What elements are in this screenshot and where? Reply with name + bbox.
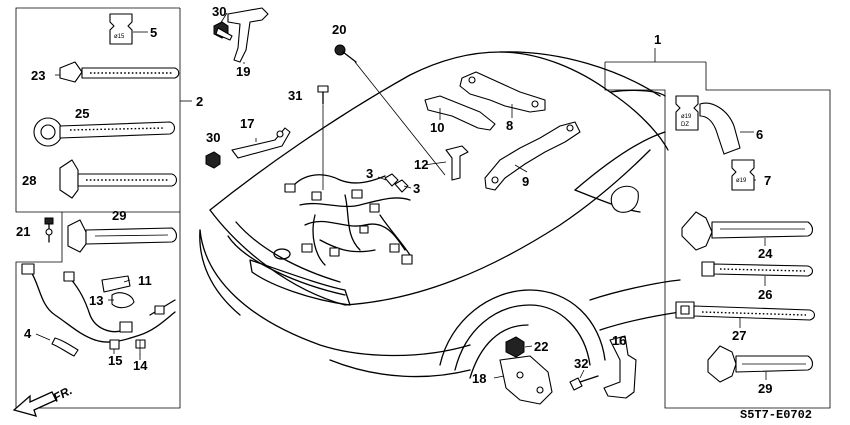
sub-harness <box>21 263 176 357</box>
callout-3a: 3 <box>366 166 373 181</box>
clip-part-7: ø19 <box>731 159 755 191</box>
callout-3b: 3 <box>413 181 420 196</box>
clip-tie-29-right <box>707 345 814 383</box>
callout-11: 11 <box>138 273 152 288</box>
callout-15: 15 <box>108 353 122 368</box>
callout-9: 9 <box>522 174 529 189</box>
callout-19: 19 <box>236 64 250 79</box>
clip-3-a <box>384 173 399 187</box>
clip-tie-24 <box>681 211 814 251</box>
callout-21: 21 <box>16 224 30 239</box>
callout-5: 5 <box>150 25 157 40</box>
bracket-9 <box>484 121 581 191</box>
callout-18: 18 <box>472 371 486 386</box>
callout-26: 26 <box>758 287 772 302</box>
clip-6-size: ø19 <box>681 114 692 120</box>
cable-tie-26 <box>701 261 814 277</box>
clip-tie-29-left <box>67 219 178 253</box>
callout-29-right: 29 <box>758 381 772 396</box>
cable-tie-27 <box>675 301 816 321</box>
bracket-17 <box>231 127 291 159</box>
callout-30-middle: 30 <box>206 130 220 145</box>
callout-12: 12 <box>414 157 428 172</box>
cable-tie-25 <box>33 117 176 147</box>
callout-17: 17 <box>240 116 254 131</box>
callout-4: 4 <box>24 326 32 341</box>
bracket-group-lower-left <box>15 212 181 409</box>
car-body <box>199 51 681 379</box>
callout-numbers: 1 2 3 3 4 5 6 7 8 9 10 11 12 13 14 15 16… <box>16 4 773 396</box>
clip-7-size: ø19 <box>736 178 747 184</box>
bolt-20 <box>334 44 357 63</box>
clip-5-size: ø15 <box>114 34 125 40</box>
engine-wire-harness <box>284 174 413 266</box>
bracket-19 <box>215 7 269 63</box>
callout-31: 31 <box>288 88 302 103</box>
cable-tie-23 <box>55 61 180 83</box>
bolt-32 <box>569 375 599 391</box>
callout-20: 20 <box>332 22 346 37</box>
callout-2: 2 <box>196 94 203 109</box>
clip-6-mark: DZ <box>681 122 689 128</box>
callout-10: 10 <box>430 120 444 135</box>
bracket-group-1 <box>604 48 831 409</box>
leader-lines <box>35 12 767 380</box>
callout-32: 32 <box>574 356 588 371</box>
bracket-8 <box>459 71 546 113</box>
nut-30-middle <box>205 151 221 169</box>
callout-24: 24 <box>758 246 773 261</box>
callout-22: 22 <box>534 339 548 354</box>
callout-25: 25 <box>75 106 89 121</box>
callout-27: 27 <box>732 328 746 343</box>
grommet-6: ø19 DZ <box>675 95 741 155</box>
nut-22 <box>505 336 525 358</box>
callout-6: 6 <box>756 127 763 142</box>
clip-part-5: ø15 <box>109 13 148 45</box>
callout-28: 28 <box>22 173 36 188</box>
callout-1: 1 <box>654 32 661 47</box>
callout-7: 7 <box>764 173 771 188</box>
diagram-code: S5T7-E0702 <box>740 408 812 422</box>
bracket-12 <box>445 145 469 181</box>
callout-30-top: 30 <box>212 4 226 19</box>
callout-8: 8 <box>506 118 513 133</box>
bolt-31 <box>317 85 329 105</box>
clip-3-b <box>394 179 409 193</box>
callout-16: 16 <box>612 333 626 348</box>
bracket-group-2 <box>15 7 192 213</box>
front-direction-arrow: FR. <box>12 383 74 417</box>
bracket-10 <box>424 95 496 131</box>
callout-29-left: 29 <box>112 208 126 223</box>
clip-tie-28 <box>59 159 178 199</box>
callout-14: 14 <box>133 358 148 373</box>
callout-23: 23 <box>31 68 45 83</box>
bracket-18 <box>499 355 553 405</box>
bolt-21 <box>44 217 54 243</box>
callout-13: 13 <box>89 293 103 308</box>
bracket-16 <box>603 335 637 399</box>
